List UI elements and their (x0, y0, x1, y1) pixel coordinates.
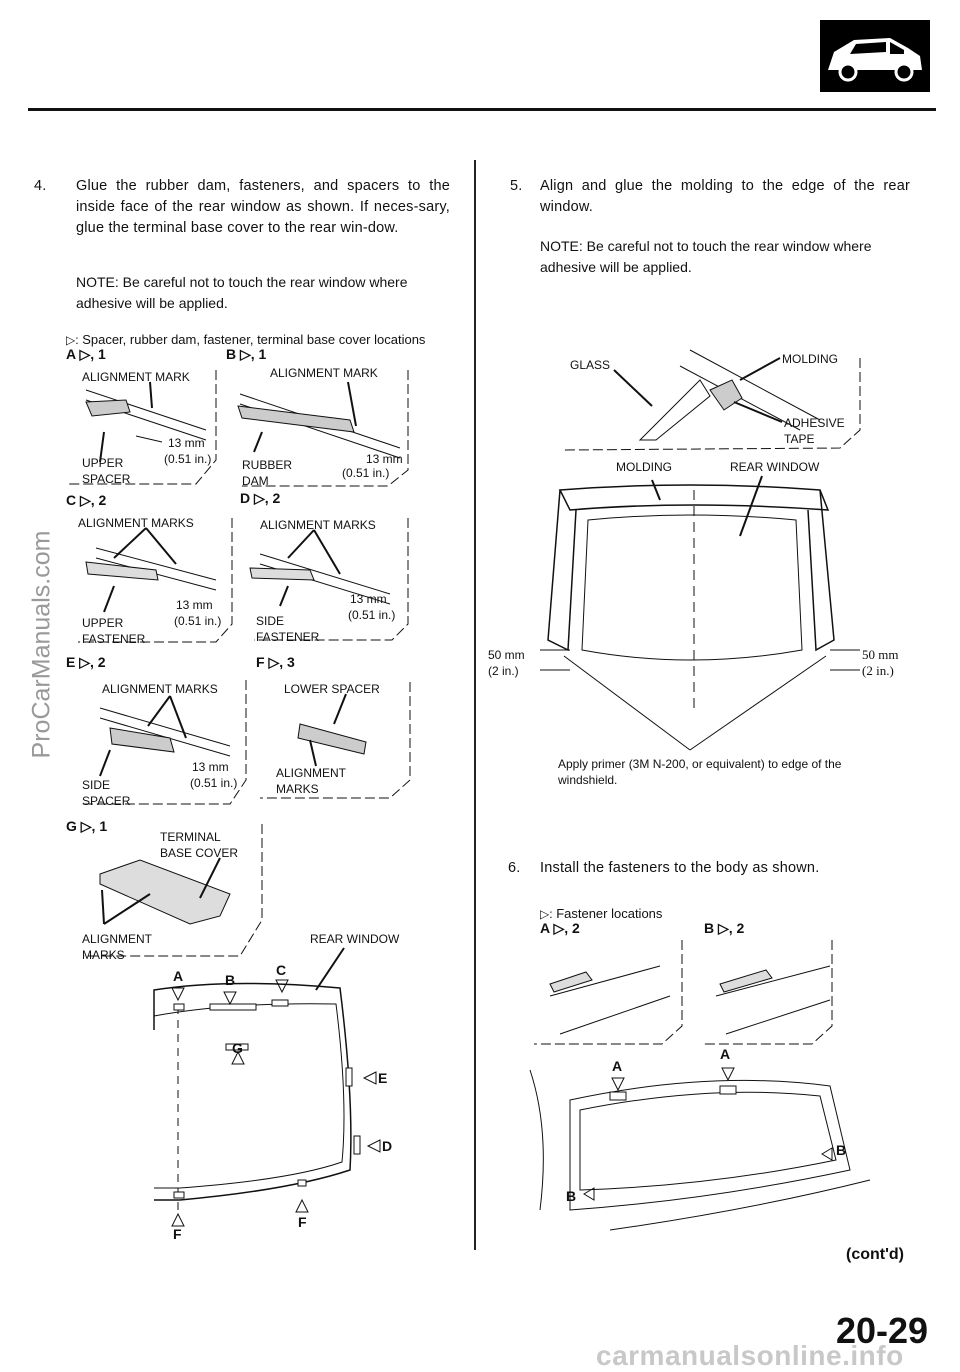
rear-window-molding-diagram (540, 475, 860, 751)
detail-a-dim: 13 mm (168, 436, 205, 450)
detail-b-part2: DAM (242, 474, 269, 488)
detail-b-dim-in: (0.51 in.) (342, 466, 390, 480)
step4-legend-text: Spacer, rubber dam, fastener, terminal b… (82, 332, 426, 347)
body-letter-a2: A (720, 1046, 731, 1062)
detail-a-part: UPPER (82, 456, 124, 470)
detail-e-dim-in: (0.51 in.) (190, 776, 238, 790)
dim-left-in: (2 in.) (488, 664, 519, 678)
detail-f-code: F ▷, 3 (256, 654, 295, 670)
detail-c-mark: ALIGNMENT MARKS (78, 516, 194, 530)
detail-b-part: RUBBER (242, 458, 293, 472)
step5-text: Align and glue the molding to the edge o… (540, 178, 910, 215)
car-icon (820, 20, 930, 92)
car-icon-graphic (828, 38, 922, 82)
detail-a-mark: ALIGNMENT MARK (82, 370, 190, 384)
watermark-footer: carmanualsonline.info (596, 1340, 904, 1371)
detail-b-code: B ▷, 1 (226, 346, 267, 362)
dim-right: 50 mm (862, 647, 899, 662)
detail-c-code: C ▷, 2 (66, 492, 107, 508)
detail-b-mark: ALIGNMENT MARK (270, 366, 378, 380)
header-rule (28, 108, 936, 111)
page-number: 20-29 (836, 1310, 929, 1351)
step6-legend-text: Fastener locations (556, 906, 663, 921)
window-letter-b: B (225, 972, 236, 988)
watermark-left: ProCarManuals.com (27, 530, 56, 759)
step6-legend: ▷: Fastener locations (540, 906, 662, 922)
body-letter-b1: B (836, 1142, 847, 1158)
detail-c-part2: FASTENER (82, 632, 146, 646)
detail-a-dim-in: (0.51 in.) (164, 452, 212, 466)
body-letter-b2: B (566, 1188, 577, 1204)
fastener-details (534, 940, 833, 1045)
column-divider (474, 160, 476, 1250)
adhesive-label: ADHESIVE (784, 416, 845, 430)
molding-detail (563, 349, 861, 451)
detail-g-part2: MARKS (82, 948, 125, 962)
detail-e-code: E ▷, 2 (66, 654, 106, 670)
detail-a-part2: SPACER (82, 472, 131, 486)
detail-g-mark: TERMINAL (160, 830, 221, 844)
step6-text: Install the fasteners to the body as sho… (540, 860, 820, 876)
detail-f-part: ALIGNMENT (276, 766, 347, 780)
detail-a-diagram (68, 370, 217, 485)
step4-note: NOTE: Be careful not to touch the rear w… (76, 274, 408, 311)
molding-label: MOLDING (782, 352, 839, 366)
window-letter-a: A (173, 968, 184, 984)
window-letter-f1: F (173, 1226, 182, 1242)
dim-left: 50 mm (488, 648, 525, 662)
detail-c-diagram (78, 518, 233, 643)
detail-g-code: G ▷, 1 (66, 818, 108, 834)
step4-text: Glue the rubber dam, fasteners, and spac… (76, 178, 450, 236)
detail-g-mark2: BASE COVER (160, 846, 239, 860)
rear-window-label: REAR WINDOW (310, 932, 400, 946)
detail-d-code: D ▷, 2 (240, 490, 281, 506)
step5-number: 5. (510, 178, 523, 194)
step4-number: 4. (34, 178, 47, 194)
detail-d-dim: 13 mm (350, 592, 387, 606)
detail-e-diagram (80, 680, 247, 805)
glass-label: GLASS (570, 358, 611, 372)
molding2-label: MOLDING (616, 460, 673, 474)
detail-g-diagram (84, 824, 263, 957)
step6-code-b: B ▷, 2 (704, 920, 745, 936)
detail-e-mark: ALIGNMENT MARKS (102, 682, 218, 696)
primer-note: Apply primer (3M N-200, or equivalent) t… (558, 757, 842, 787)
detail-d-dim-in: (0.51 in.) (348, 608, 396, 622)
dim-right-in: (2 in.) (862, 663, 894, 678)
body-diagram (529, 1067, 871, 1231)
detail-d-part2: FASTENER (256, 630, 320, 644)
window-letter-f2: F (298, 1214, 307, 1230)
contd-label: (cont'd) (846, 1246, 905, 1263)
detail-f-mark: LOWER SPACER (284, 682, 380, 696)
detail-a-code: A ▷, 1 (66, 346, 106, 362)
triangle-icon: ▷: (540, 907, 553, 921)
step6-code-a: A ▷, 2 (540, 920, 580, 936)
window-letter-e: E (378, 1070, 388, 1086)
rear-window-diagram (153, 947, 381, 1227)
detail-e-part2: SPACER (82, 794, 131, 808)
tape-label: TAPE (784, 432, 815, 446)
rear-window2-label: REAR WINDOW (730, 460, 820, 474)
detail-d-part: SIDE (256, 614, 285, 628)
detail-b-dim: 13 mm (366, 452, 403, 466)
detail-f-part2: MARKS (276, 782, 319, 796)
detail-c-dim: 13 mm (176, 598, 213, 612)
detail-b-diagram (237, 370, 409, 487)
step5-note: NOTE: Be careful not to touch the rear w… (540, 238, 872, 275)
triangle-icon: ▷: (66, 333, 79, 347)
step4-legend: ▷: Spacer, rubber dam, fastener, termina… (66, 332, 425, 348)
window-letter-c: C (276, 962, 287, 978)
window-letter-g: G (232, 1040, 243, 1056)
detail-c-part: UPPER (82, 616, 124, 630)
body-letter-a1: A (612, 1058, 623, 1074)
detail-c-dim-in: (0.51 in.) (174, 614, 222, 628)
detail-g-part: ALIGNMENT (82, 932, 153, 946)
window-letter-d: D (382, 1138, 393, 1154)
detail-d-diagram (249, 518, 409, 641)
detail-f-diagram (260, 682, 411, 799)
detail-e-dim: 13 mm (192, 760, 229, 774)
step6-number: 6. (508, 860, 521, 876)
detail-d-mark: ALIGNMENT MARKS (260, 518, 376, 532)
detail-e-part: SIDE (82, 778, 111, 792)
